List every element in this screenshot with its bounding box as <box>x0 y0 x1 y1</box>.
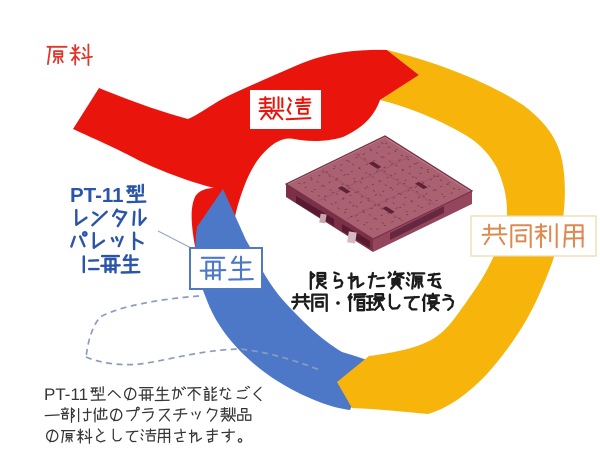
svg-text:PT-11: PT-11 <box>44 385 88 404</box>
svg-text:PT-11: PT-11 <box>70 184 124 207</box>
